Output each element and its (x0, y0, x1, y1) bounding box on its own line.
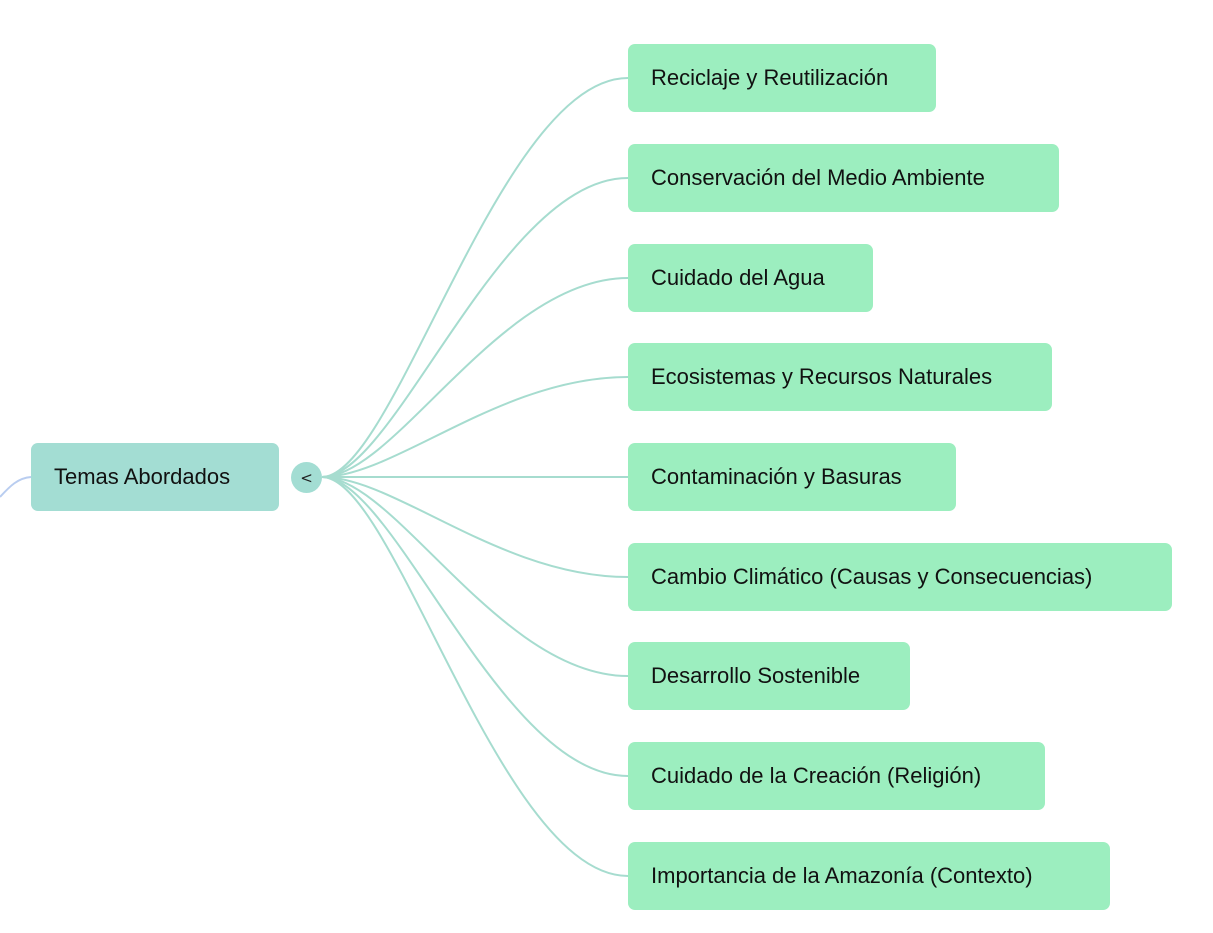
connector-line-2 (321, 177, 629, 478)
root-node-label: Temas Abordados (54, 464, 231, 489)
child-node-label: Ecosistemas y Recursos Naturales (651, 364, 993, 389)
connector-line-1 (321, 77, 629, 478)
child-node-2[interactable]: Conservación del Medio Ambiente (628, 144, 1059, 212)
child-node-label: Cuidado de la Creación (Religión) (651, 763, 982, 788)
connector-line-9 (321, 476, 629, 877)
collapse-toggle-button[interactable]: < (291, 462, 322, 493)
child-node-9[interactable]: Importancia de la Amazonía (Contexto) (628, 842, 1110, 910)
connector-line-6 (321, 476, 629, 578)
child-node-6[interactable]: Cambio Climático (Causas y Consecuencias… (628, 543, 1172, 611)
chevron-left-icon: < (300, 468, 313, 487)
child-node-label: Cambio Climático (Causas y Consecuencias… (651, 564, 1093, 589)
root-node-temas-abordados[interactable]: Temas Abordados (31, 443, 279, 511)
child-node-label: Conservación del Medio Ambiente (651, 165, 985, 190)
connector-line-4 (321, 376, 629, 478)
child-node-label: Importancia de la Amazonía (Contexto) (651, 863, 1033, 888)
child-node-label: Reciclaje y Reutilización (651, 65, 889, 90)
child-node-3[interactable]: Cuidado del Agua (628, 244, 873, 312)
child-node-8[interactable]: Cuidado de la Creación (Religión) (628, 742, 1045, 810)
child-node-5[interactable]: Contaminación y Basuras (628, 443, 956, 511)
child-node-1[interactable]: Reciclaje y Reutilización (628, 44, 936, 112)
child-node-label: Contaminación y Basuras (651, 464, 902, 489)
connector-line-8 (321, 476, 629, 777)
parent-connector-line (0, 476, 32, 498)
child-node-7[interactable]: Desarrollo Sostenible (628, 642, 910, 710)
child-node-4[interactable]: Ecosistemas y Recursos Naturales (628, 343, 1052, 411)
child-node-label: Cuidado del Agua (651, 265, 825, 290)
child-node-label: Desarrollo Sostenible (651, 663, 861, 688)
connector-line-7 (321, 476, 629, 677)
connector-line-3 (321, 277, 629, 478)
